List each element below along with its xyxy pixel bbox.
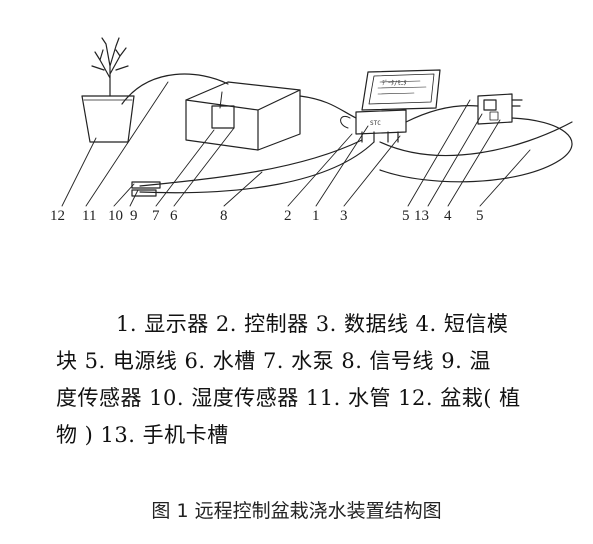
callout-9: 9: [130, 208, 138, 224]
callout-13: 13: [414, 208, 429, 224]
humidity-sensor: [131, 189, 157, 197]
callout-1: 1: [312, 208, 320, 224]
power-cable: [379, 117, 573, 183]
temperature-sensor: [131, 181, 161, 189]
callout-6: 6: [170, 208, 178, 224]
legend-line-3: 度传感器 10. 湿度传感器 11. 水管 12. 盆栽( 植: [56, 386, 521, 410]
water-pipe: [121, 73, 229, 105]
water-tank: [185, 81, 301, 151]
potted-plant: [81, 37, 135, 143]
figure-caption: 图 1 远程控制盆栽浇水装置结构图: [151, 500, 442, 522]
device-structure-diagram: ﾃﾞｰﾀ/ﾓﾆﾀ STC 12 11 10 9 7 6 8 2 1 3 5 13…: [50, 37, 573, 224]
legend-line-1: 1. 显示器 2. 控制器 3. 数据线 4. 短信模: [116, 312, 509, 336]
component-legend: 1. 显示器 2. 控制器 3. 数据线 4. 短信模 块 5. 电源线 6. …: [56, 306, 578, 454]
controller-label: STC: [370, 120, 381, 127]
legend-line-2: 块 5. 电源线 6. 水槽 7. 水泵 8. 信号线 9. 温: [56, 349, 491, 373]
callout-8: 8: [220, 208, 228, 224]
signal-line: [299, 95, 357, 119]
callout-4: 4: [444, 208, 452, 224]
callout-11: 11: [82, 208, 96, 224]
data-cable: [405, 105, 479, 123]
controller: [340, 109, 407, 143]
callout-5-right: 5: [476, 208, 484, 224]
legend-line-4: 物 ) 13. 手机卡槽: [56, 423, 229, 447]
callout-2: 2: [284, 208, 292, 224]
callout-7: 7: [152, 208, 160, 224]
callout-10: 10: [108, 208, 123, 224]
callout-5-left: 5: [402, 208, 410, 224]
callout-3: 3: [340, 208, 348, 224]
callout-12: 12: [50, 208, 65, 224]
sms-module: [477, 93, 523, 125]
display-monitor: [361, 69, 441, 111]
callout-numbers: 12 11 10 9 7 6 8 2 1 3 5 13 4 5: [50, 208, 484, 224]
svg-text:ﾃﾞｰﾀ/ﾓﾆﾀ: ﾃﾞｰﾀ/ﾓﾆﾀ: [382, 80, 407, 87]
